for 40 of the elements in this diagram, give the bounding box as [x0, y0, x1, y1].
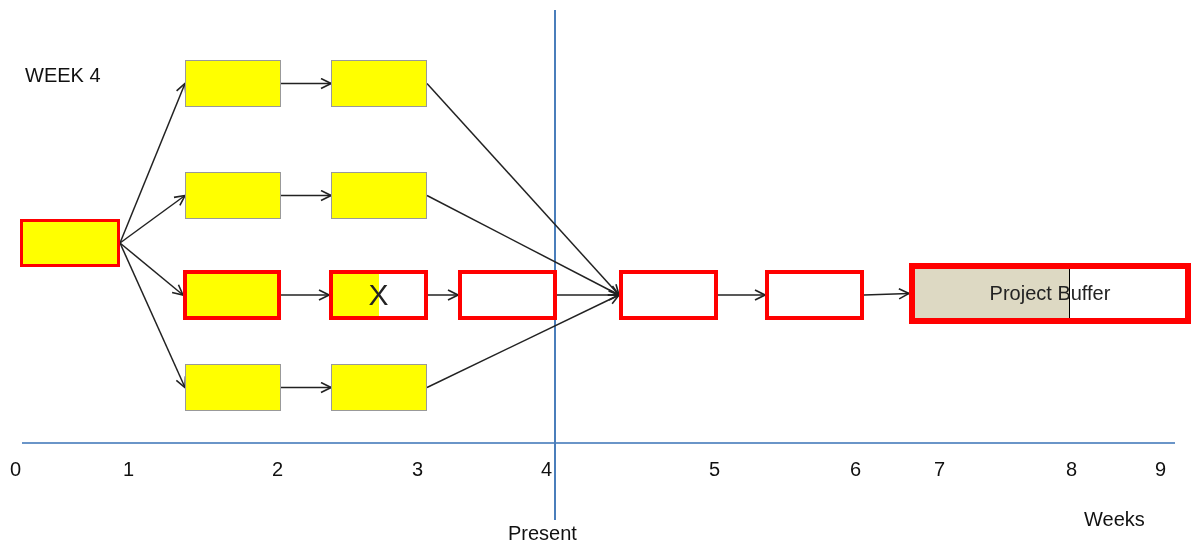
- arrow: [119, 82, 187, 244]
- task-bar: [909, 263, 1191, 324]
- arrow: [426, 294, 620, 389]
- tick-label: 7: [934, 458, 946, 481]
- axis-title: Weeks: [1084, 508, 1145, 531]
- tick-label: 0: [10, 458, 22, 481]
- tick-label: 8: [1066, 458, 1078, 481]
- task-box: [185, 364, 281, 411]
- arrow: [426, 194, 620, 296]
- tick-label: 5: [709, 458, 721, 481]
- task-box: [331, 364, 427, 411]
- tick-label: 9: [1155, 458, 1167, 481]
- task-box: [185, 60, 281, 107]
- tick-label: 1: [123, 458, 135, 481]
- task-box: [20, 219, 120, 267]
- arrow: [119, 194, 186, 244]
- task-box: [331, 172, 427, 219]
- task-box: [619, 270, 718, 320]
- tick-label: 6: [850, 458, 862, 481]
- week-label: WEEK 4: [25, 64, 101, 87]
- arrow: [280, 77, 332, 90]
- tick-label: 4: [541, 458, 553, 481]
- arrow: [119, 242, 187, 389]
- arrow: [280, 381, 332, 394]
- arrow: [717, 289, 766, 301]
- arrow: [427, 289, 459, 301]
- task-box: [458, 270, 557, 320]
- task-box: [185, 172, 281, 219]
- task-bar: [329, 270, 428, 320]
- arrow: [119, 242, 184, 296]
- task-box: [331, 60, 427, 107]
- tick-label: 2: [272, 458, 284, 481]
- task-box: [765, 270, 864, 320]
- task-box: [183, 270, 281, 320]
- present-label: Present: [508, 522, 577, 545]
- arrow: [280, 189, 332, 202]
- arrow: [280, 289, 330, 301]
- tick-label: 3: [412, 458, 424, 481]
- arrow: [863, 288, 910, 300]
- arrow: [426, 82, 620, 296]
